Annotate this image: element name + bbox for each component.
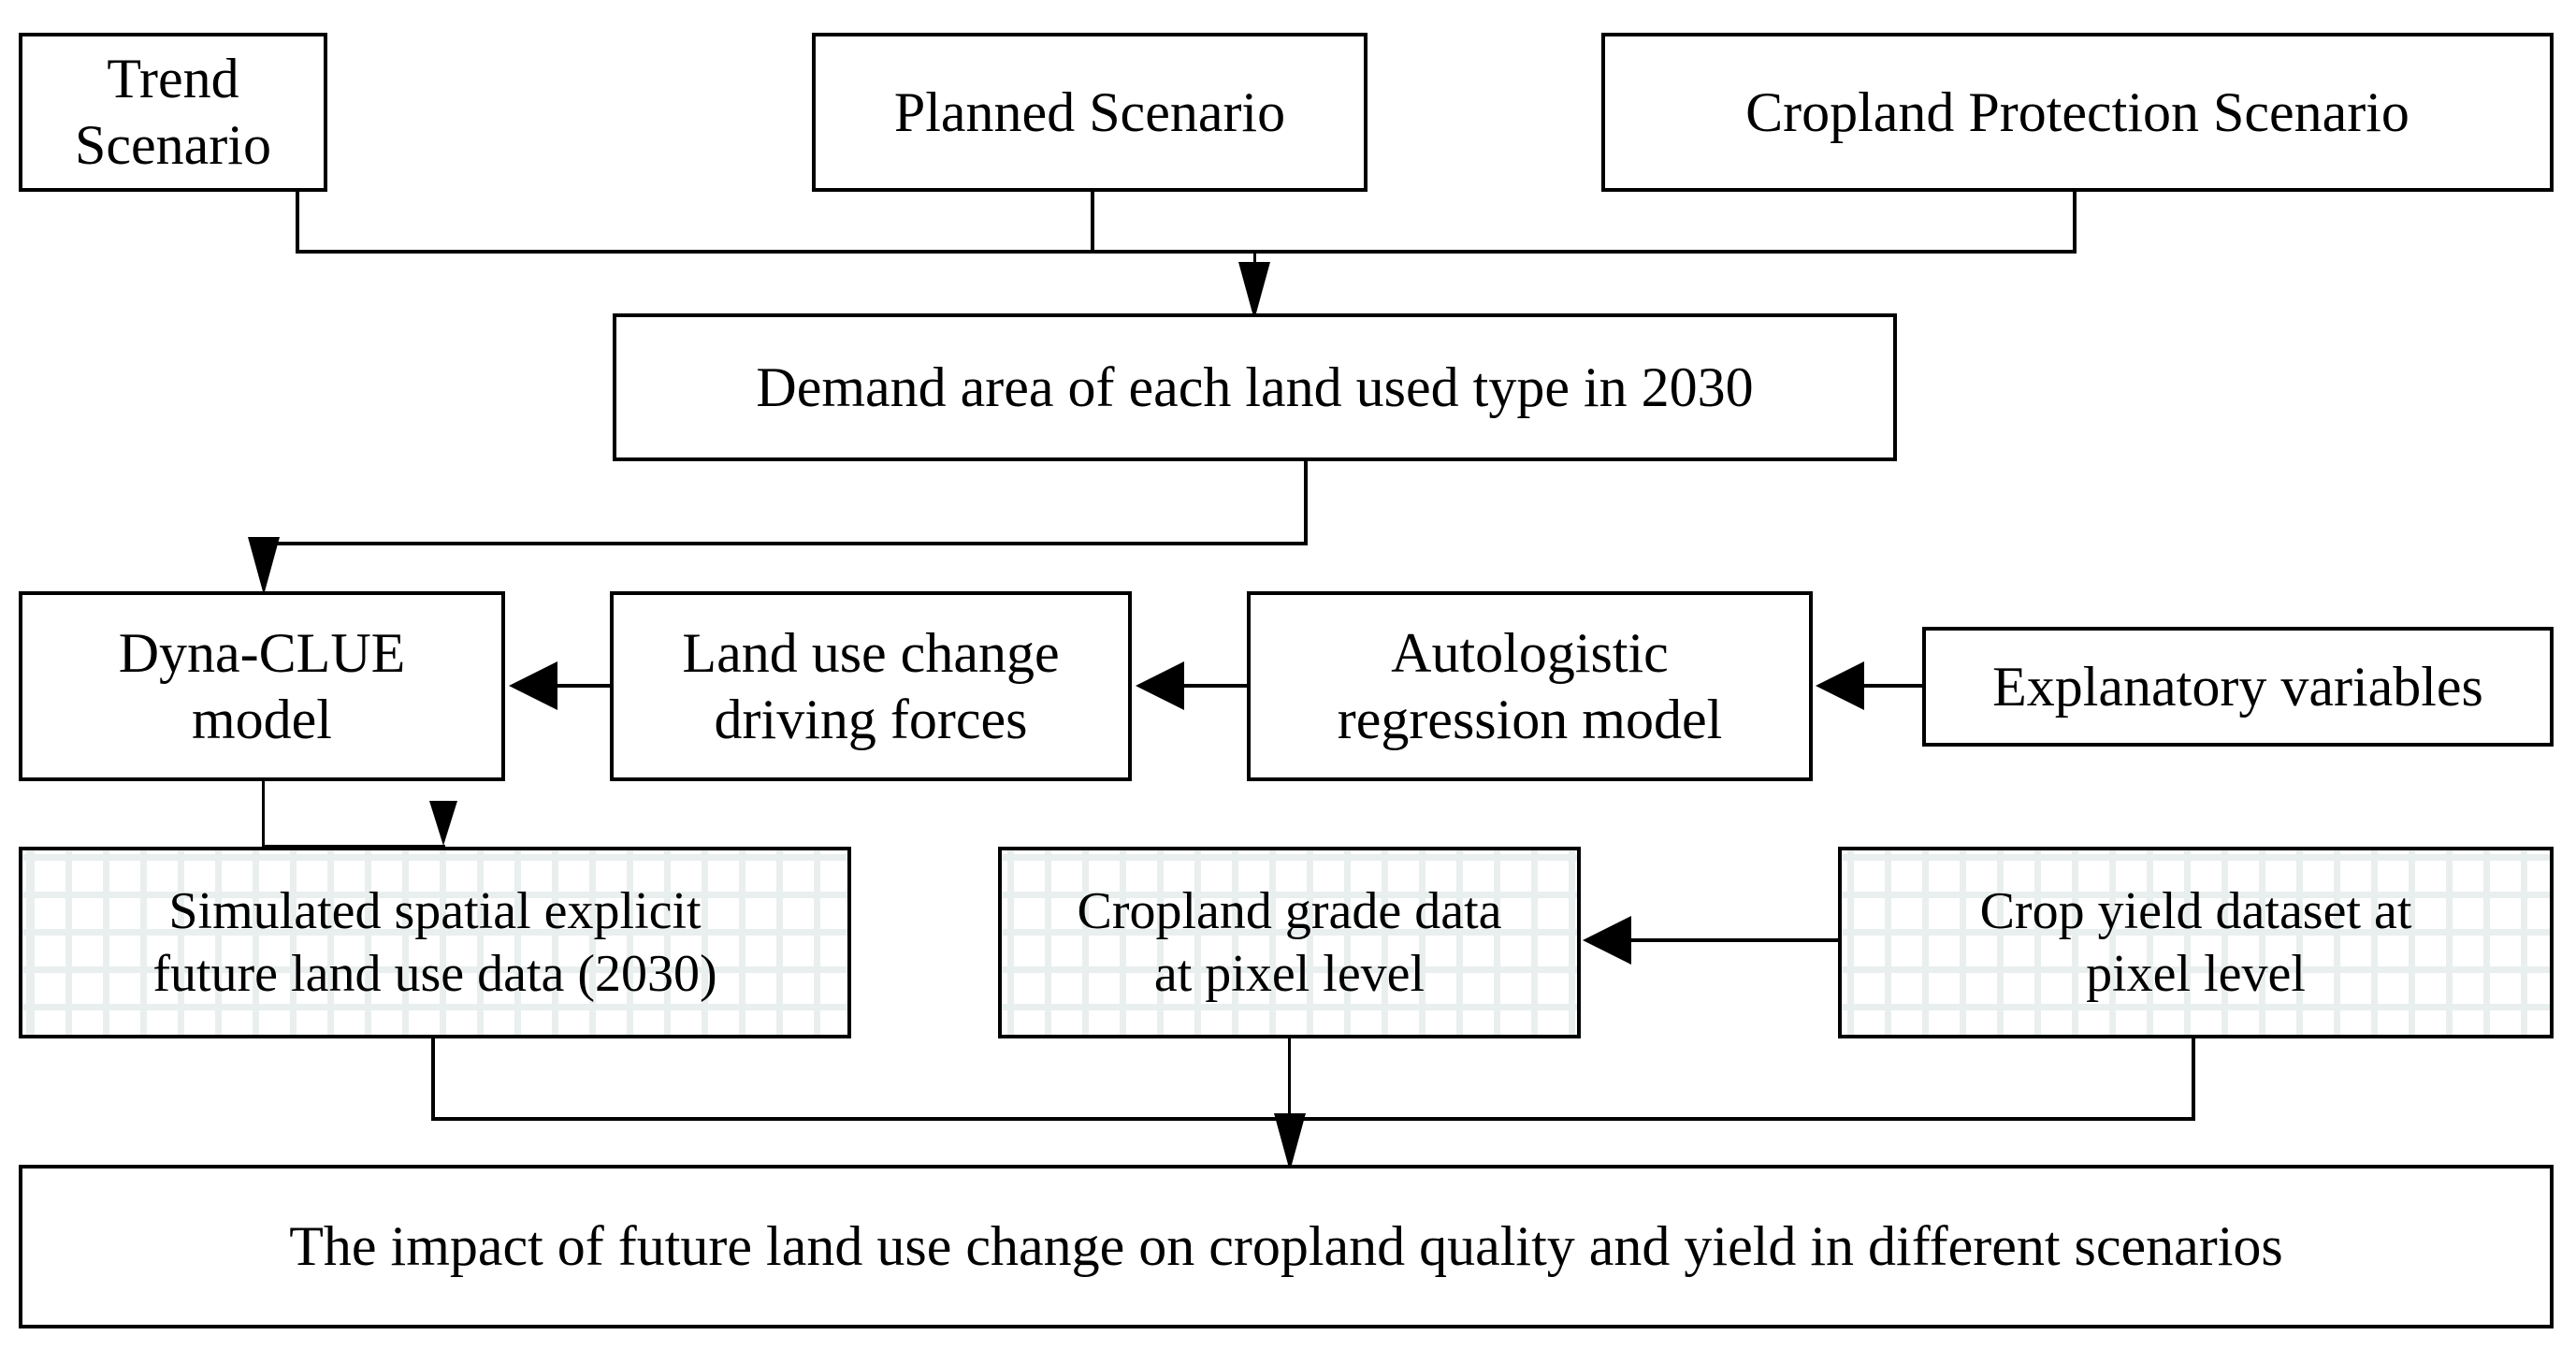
node-dyna-clue-model-label: Dyna-CLUE model — [118, 621, 406, 750]
node-simulated-future-land-use: Simulated spatial explicit future land u… — [19, 847, 851, 1038]
edge-datasets-bus — [431, 1117, 2195, 1121]
edge-driving-to-dynaclue-shaft — [557, 684, 612, 688]
edge-dynaclue-to-simulated-arrowhead — [429, 801, 457, 846]
edge-scenarios-bus — [296, 250, 2077, 254]
node-impact-conclusion-label: The impact of future land use change on … — [289, 1215, 2283, 1278]
node-autologistic-model: Autologistic regression model — [1247, 591, 1813, 781]
edge-driving-to-dynaclue-arrowhead — [509, 661, 557, 710]
edge-explanatory-to-autologistic-arrowhead — [1816, 661, 1864, 710]
node-cropland-protection-scenario-label: Cropland Protection Scenario — [1745, 80, 2410, 143]
edge-demand-to-dynaclue-arrowhead — [248, 537, 280, 595]
node-crop-yield-dataset-label: Crop yield dataset at pixel level — [1979, 882, 2412, 1003]
node-explanatory-variables-label: Explanatory variables — [1992, 655, 2483, 718]
node-cropland-protection-scenario: Cropland Protection Scenario — [1601, 33, 2554, 192]
node-cropland-grade-data: Cropland grade data at pixel level — [998, 847, 1581, 1038]
node-impact-conclusion: The impact of future land use change on … — [19, 1165, 2554, 1328]
node-crop-yield-dataset: Crop yield dataset at pixel level — [1838, 847, 2554, 1038]
node-demand-area: Demand area of each land used type in 20… — [613, 313, 1897, 461]
edge-scenarios-to-demand-arrowhead — [1238, 262, 1270, 320]
node-planned-scenario: Planned Scenario — [812, 33, 1368, 192]
edge-trend-drop — [296, 190, 299, 254]
edge-datasets-to-impact-arrowhead — [1274, 1113, 1306, 1171]
edge-planned-drop — [1091, 190, 1094, 254]
edge-explanatory-to-autologistic-shaft — [1864, 684, 1924, 688]
edge-cropyield-to-croplandgrade-shaft — [1631, 938, 1841, 942]
node-simulated-future-land-use-label: Simulated spatial explicit future land u… — [152, 882, 717, 1003]
edge-demand-drop — [1304, 459, 1308, 545]
edge-demand-run — [261, 542, 1308, 545]
node-explanatory-variables: Explanatory variables — [1922, 627, 2554, 747]
node-driving-forces-label: Land use change driving forces — [682, 621, 1060, 750]
edge-autologistic-to-driving-shaft — [1184, 684, 1250, 688]
node-trend-scenario-label: Trend Scenario — [75, 48, 271, 176]
edge-autologistic-to-driving-arrowhead — [1136, 661, 1184, 710]
node-autologistic-model-label: Autologistic regression model — [1337, 621, 1723, 750]
node-cropland-grade-data-label: Cropland grade data at pixel level — [1077, 882, 1502, 1003]
edge-cropland-protection-drop — [2073, 190, 2077, 254]
edge-cropyield-to-croplandgrade-arrowhead — [1583, 916, 1631, 965]
node-trend-scenario: Trend Scenario — [19, 33, 327, 192]
node-demand-area-label: Demand area of each land used type in 20… — [756, 356, 1754, 418]
edge-simulated-drop — [431, 1037, 435, 1121]
node-dyna-clue-model: Dyna-CLUE model — [19, 591, 505, 781]
edge-dynaclue-drop — [262, 779, 265, 849]
edge-cropyield-drop — [2192, 1037, 2195, 1121]
node-driving-forces: Land use change driving forces — [610, 591, 1132, 781]
edge-croplandgrade-drop — [1288, 1037, 1291, 1121]
node-planned-scenario-label: Planned Scenario — [893, 80, 1286, 143]
